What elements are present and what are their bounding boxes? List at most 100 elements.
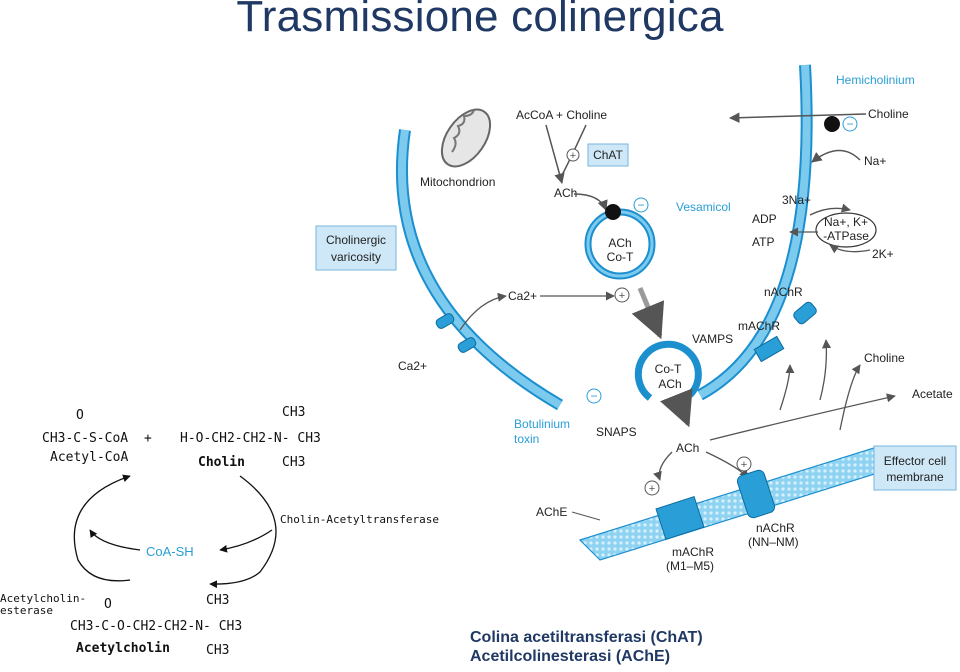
plus-icon: [566, 148, 580, 162]
atpase-label-2: -ATPase: [823, 229, 869, 243]
page-title: Trasmissione colinergica: [236, 0, 724, 41]
adp-label: ADP: [752, 212, 777, 226]
na-uptake-arrow: [811, 149, 861, 163]
botulinum-minus-icon: [586, 388, 602, 404]
right-cycle-arrow: [209, 475, 277, 589]
acetyl-oxygen: O: [76, 408, 84, 423]
hemicholinium-minus-icon: [842, 116, 858, 132]
synthesis-label: AcCoA + Choline: [516, 108, 607, 122]
choline-uptake-arrow: [728, 112, 867, 123]
acetyl-coa-name: Acetyl-CoA: [50, 450, 128, 465]
choline-bottom-ch3: CH3: [282, 455, 305, 470]
ach-cleft-label: ACh: [676, 441, 699, 455]
ca-channel-2: [457, 337, 477, 353]
vamps-label: VAMPS: [692, 332, 733, 346]
exocytosis-arrow: [631, 287, 665, 340]
vesicle-transporter-icon: [605, 204, 621, 220]
nachr-plus-icon: [736, 456, 752, 472]
machr-post-receptor: [655, 495, 705, 541]
caption-line-1: Colina acetiltransferasi (ChAT): [470, 629, 703, 646]
machr-pre-receptor: [753, 335, 785, 363]
ca-outside-label: Ca2+: [398, 359, 427, 373]
choline-right-label: Choline: [864, 351, 905, 365]
svg-text:+: +: [619, 290, 625, 302]
chat-label: ChAT: [593, 148, 623, 162]
ache-label: AChE: [536, 505, 567, 519]
ach-oxygen: O: [104, 597, 112, 612]
synthesis-arrow: [545, 124, 565, 185]
enzyme-caption: Colina acetiltransferasi (ChAT) Acetilco…: [470, 628, 703, 666]
vesicle-ach: ACh: [608, 236, 631, 250]
varicosity-label-line1: Cholinergic: [326, 233, 386, 247]
vesicle-cot: Co-T: [607, 250, 634, 264]
vesamicol-label: Vesamicol: [676, 200, 731, 214]
acetate-label: Acetate: [912, 387, 953, 401]
acetyl-coa-formula: CH3-C-S-CoA: [42, 431, 128, 446]
release-arrow: [660, 388, 693, 428]
nachr-pre-channel: [793, 301, 817, 325]
svg-text:−: −: [846, 117, 853, 131]
hemicholinium-label: Hemicholinium: [836, 73, 915, 87]
machr-post-sub: (M1–M5): [666, 559, 714, 573]
svg-text:−: −: [637, 198, 644, 212]
botulinum-label-1: Botulinium: [514, 417, 570, 431]
svg-text:+: +: [649, 483, 655, 495]
svg-text:+: +: [741, 459, 747, 471]
ache-enzyme-label-1: Acetylcholin-: [0, 592, 86, 605]
ca-inside-label: Ca2+: [508, 289, 537, 303]
nachr-post-sub: (NN–NM): [748, 535, 799, 549]
fusing-ach: ACh: [658, 377, 681, 391]
ache-enzyme-label-2: esterase: [0, 604, 53, 617]
fusing-cot: Co-T: [655, 362, 682, 376]
machr-pre-label: mAChR: [738, 319, 780, 333]
choline-transporter-icon: [824, 116, 840, 132]
mitochondrion-icon: [440, 108, 492, 168]
two-k-label: 2K+: [872, 247, 894, 261]
snaps-label: SNAPS: [596, 425, 637, 439]
atpase-label-1: Na+, K+: [824, 215, 868, 229]
reaction-scheme: O CH3-C-S-CoA + CH3 H-O-CH2-CH2-N- CH3 C…: [0, 405, 439, 658]
machr-plus-icon: [644, 480, 660, 496]
plus-sign: +: [144, 431, 152, 446]
svg-text:−: −: [590, 389, 597, 403]
atp-label: ATP: [752, 235, 774, 249]
ach-to-vesicle-arrow: [573, 193, 608, 211]
ach-label-inside: ACh: [554, 186, 577, 200]
acetate-arrow: [709, 393, 896, 441]
coa-sh-label: CoA-SH: [146, 544, 194, 559]
nachr-post-channel: [736, 469, 776, 519]
mitochondrion-label: Mitochondrion: [420, 175, 495, 189]
machr-post-label: mAChR: [672, 545, 714, 559]
ca-channel-1: [435, 313, 455, 329]
varicosity-label-box: Cholinergic varicosity: [315, 225, 397, 271]
atpase-pump: [815, 212, 877, 248]
effector-label-2: membrane: [886, 470, 944, 484]
three-na-label: 3Na+: [782, 193, 811, 207]
ca-plus-icon: [614, 287, 630, 303]
effector-label-1: Effector cell: [884, 454, 946, 468]
fusing-vesicle: Co-T ACh: [634, 340, 702, 401]
effector-label-box: [873, 445, 957, 491]
choline-top-ch3: CH3: [282, 405, 305, 420]
caption-line-2: Acetilcolinesterasi (AChE): [470, 648, 671, 665]
ach-formula: CH3-C-O-CH2-CH2-N- CH3: [70, 619, 242, 634]
na-label: Na+: [864, 154, 886, 168]
synaptic-vesicle: ACh Co-T: [584, 204, 656, 280]
ach-bottom-ch3: CH3: [206, 643, 229, 658]
nachr-post-label: nAChR: [756, 521, 795, 535]
choline-return-arrow: [839, 364, 861, 431]
choline-uptake-label: Choline: [868, 107, 909, 121]
svg-text:+: +: [570, 150, 576, 162]
left-cycle-arrow: [73, 474, 131, 582]
varicosity-membrane: [396, 64, 813, 411]
choline-name: Cholin: [198, 455, 245, 470]
chat-enzyme-label: Cholin-Acetyltransferase: [280, 513, 439, 526]
botulinum-label-2: toxin: [514, 432, 539, 446]
nachr-pre-label: nAChR: [764, 285, 803, 299]
acetylcholine-name: Acetylcholin: [76, 641, 170, 656]
ach-top-ch3: CH3: [206, 593, 229, 608]
chat-box: [587, 143, 629, 167]
varicosity-label-line2: varicosity: [331, 250, 381, 264]
choline-formula: H-O-CH2-CH2-N- CH3: [180, 431, 321, 446]
